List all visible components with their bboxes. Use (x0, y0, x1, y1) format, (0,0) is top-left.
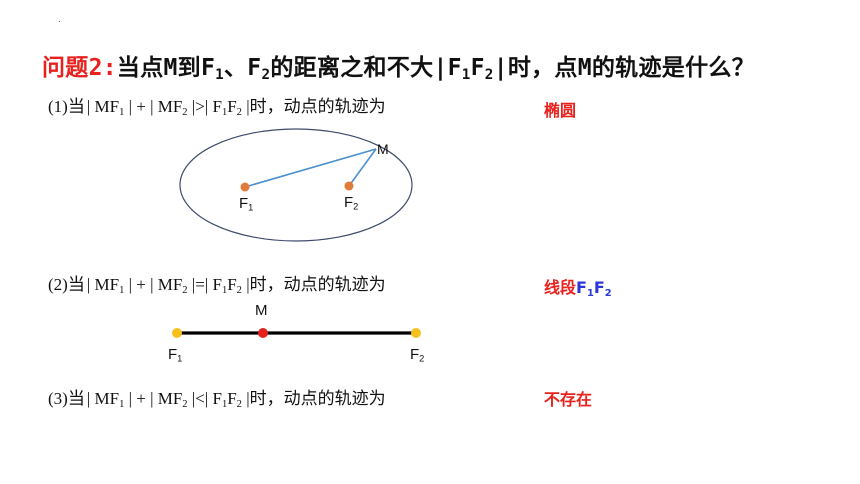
answer-3: 不存在 (544, 390, 593, 409)
endpoint-f1 (172, 328, 182, 338)
title-text: 当点M到F1、F2的距离之和不大|F1F2|时，点M的轨迹是什么？ (116, 55, 755, 83)
label-f2-segment: F2 (410, 346, 425, 364)
condition-2: (2)当| MF1 | + | MF2 |=| F1F2 |时，动点的轨迹为 (48, 275, 386, 296)
header-mark: . (58, 14, 61, 25)
label-f1-ellipse: F1 (239, 195, 254, 213)
segment-mf1 (244, 148, 377, 188)
focus-f2-point (344, 181, 354, 191)
focus-f1-point (240, 182, 250, 192)
answer-2: 线段F1F2 (544, 278, 612, 299)
question-number: 问题2: (42, 55, 117, 81)
question-title: 问题2:当点M到F1、F2的距离之和不大|F1F2|时，点M的轨迹是什么？ (42, 48, 755, 82)
endpoint-f2 (411, 328, 421, 338)
ellipse-outline (179, 128, 413, 242)
label-m-ellipse: M (377, 141, 389, 157)
condition-1: (1)当| MF1 | + | MF2 |>| F1F2 |时，动点的轨迹为 (48, 97, 386, 118)
answer-2-segment: F1F2 (576, 278, 612, 299)
condition-3: (3)当| MF1 | + | MF2 |<| F1F2 |时，动点的轨迹为 (48, 389, 386, 410)
midpoint-m (258, 328, 268, 338)
answer-1: 椭圆 (544, 101, 577, 120)
label-m-segment: M (255, 302, 268, 319)
label-f2-ellipse: F2 (344, 194, 359, 212)
segment-mf2 (348, 148, 377, 187)
label-f1-segment: F1 (168, 346, 183, 364)
